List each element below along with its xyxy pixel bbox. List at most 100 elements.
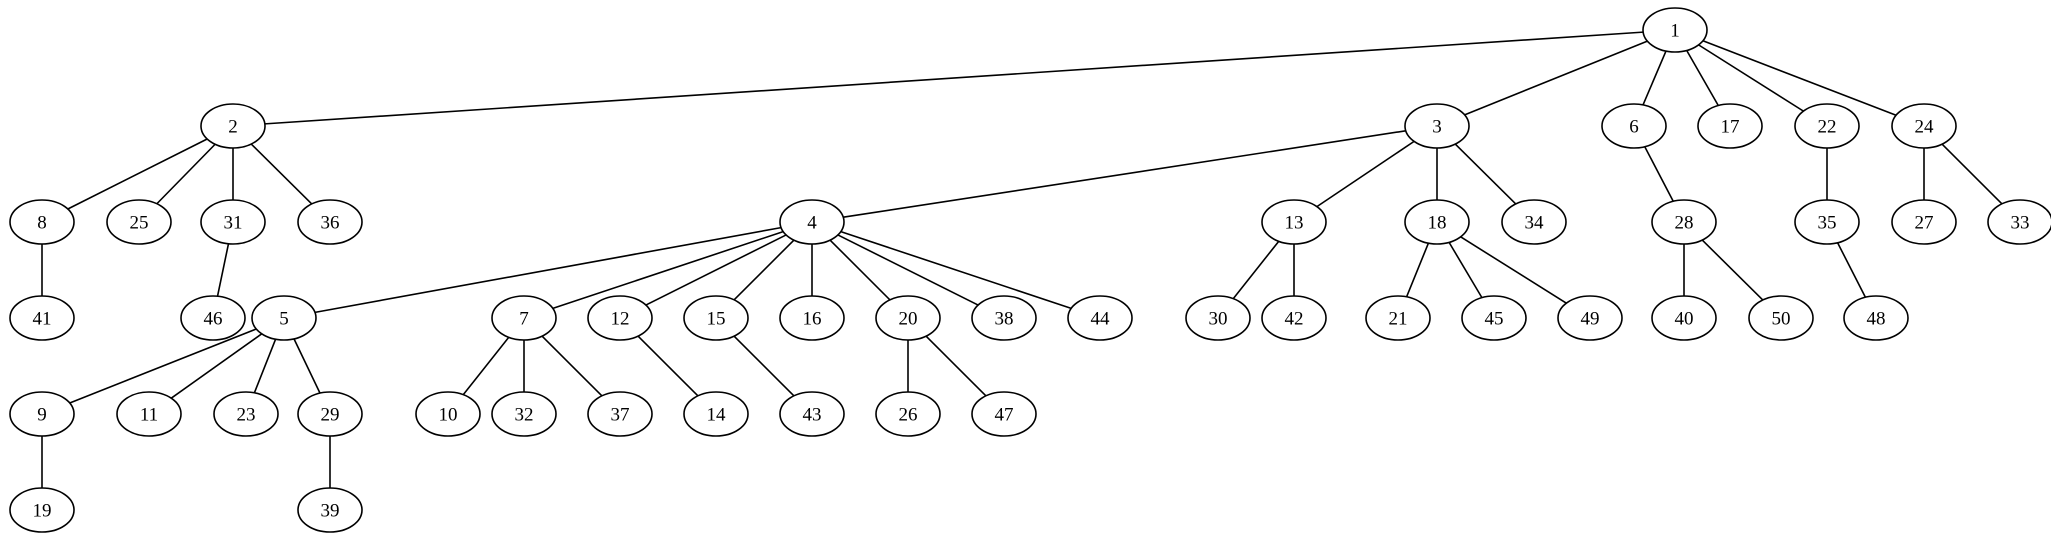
- edge-28-50: [1701, 239, 1764, 301]
- edge-1-17: [1686, 50, 1719, 106]
- tree-node-20: 20: [875, 295, 941, 341]
- node-label: 29: [321, 405, 340, 426]
- node-label: 3: [1432, 117, 1442, 138]
- node-ellipse: [1697, 103, 1763, 149]
- tree-node-1: 1: [1642, 7, 1708, 53]
- node-ellipse: [1501, 199, 1567, 245]
- node-ellipse: [1461, 295, 1527, 341]
- node-label: 15: [707, 309, 726, 330]
- node-ellipse: [1748, 295, 1814, 341]
- edge-6-28: [1644, 146, 1674, 202]
- node-ellipse: [971, 295, 1037, 341]
- tree-node-11: 11: [116, 391, 182, 437]
- tree-node-45: 45: [1461, 295, 1527, 341]
- tree-node-7: 7: [491, 295, 557, 341]
- node-label: 50: [1772, 309, 1791, 330]
- edge-18-45: [1448, 241, 1483, 299]
- edge-5-9: [69, 328, 257, 404]
- node-ellipse: [9, 487, 75, 533]
- node-ellipse: [297, 487, 363, 533]
- node-ellipse: [1185, 295, 1251, 341]
- tree-node-13: 13: [1261, 199, 1327, 245]
- tree-node-28: 28: [1651, 199, 1717, 245]
- edge-4-38: [837, 234, 979, 306]
- node-ellipse: [875, 295, 941, 341]
- edge-1-24: [1702, 40, 1897, 116]
- node-ellipse: [683, 391, 749, 437]
- tree-node-32: 32: [491, 391, 557, 437]
- tree-node-42: 42: [1261, 295, 1327, 341]
- tree-node-40: 40: [1651, 295, 1717, 341]
- tree-node-38: 38: [971, 295, 1037, 341]
- edge-1-6: [1642, 50, 1667, 106]
- node-label: 39: [321, 501, 340, 522]
- tree-node-41: 41: [9, 295, 75, 341]
- tree-node-18: 18: [1404, 199, 1470, 245]
- tree-node-8: 8: [9, 199, 75, 245]
- node-ellipse: [1843, 295, 1909, 341]
- tree-node-49: 49: [1557, 295, 1623, 341]
- node-ellipse: [779, 199, 845, 245]
- node-ellipse: [1651, 295, 1717, 341]
- node-ellipse: [587, 391, 653, 437]
- node-label: 10: [439, 405, 458, 426]
- node-label: 48: [1867, 309, 1886, 330]
- edge-24-33: [1941, 143, 2003, 205]
- tree-node-46: 46: [180, 295, 246, 341]
- edges-layer: [41, 31, 2003, 488]
- edge-35-48: [1836, 242, 1867, 298]
- edge-2-25: [156, 143, 216, 205]
- node-label: 1: [1670, 21, 1680, 42]
- node-ellipse: [1987, 199, 2051, 245]
- node-ellipse: [1365, 295, 1431, 341]
- edge-31-46: [216, 243, 230, 297]
- node-ellipse: [200, 103, 266, 149]
- node-label: 26: [899, 405, 918, 426]
- node-label: 34: [1525, 213, 1545, 234]
- tree-node-44: 44: [1067, 295, 1133, 341]
- tree-node-5: 5: [251, 295, 317, 341]
- node-label: 32: [515, 405, 534, 426]
- node-label: 24: [1915, 117, 1935, 138]
- tree-node-48: 48: [1843, 295, 1909, 341]
- tree-node-23: 23: [213, 391, 279, 437]
- node-label: 45: [1485, 309, 1504, 330]
- node-label: 40: [1675, 309, 1694, 330]
- node-label: 5: [279, 309, 289, 330]
- tree-node-19: 19: [9, 487, 75, 533]
- tree-node-27: 27: [1891, 199, 1957, 245]
- tree-node-33: 33: [1987, 199, 2051, 245]
- node-label: 20: [899, 309, 918, 330]
- node-ellipse: [9, 295, 75, 341]
- node-label: 49: [1581, 309, 1600, 330]
- node-label: 13: [1285, 213, 1304, 234]
- node-label: 16: [803, 309, 822, 330]
- node-ellipse: [779, 295, 845, 341]
- edge-7-10: [462, 336, 510, 396]
- node-ellipse: [200, 199, 266, 245]
- edge-1-3: [1464, 40, 1648, 116]
- node-ellipse: [779, 391, 845, 437]
- node-label: 23: [237, 405, 256, 426]
- node-label: 30: [1209, 309, 1228, 330]
- edge-4-44: [840, 230, 1072, 310]
- node-label: 2: [228, 117, 238, 138]
- tree-node-21: 21: [1365, 295, 1431, 341]
- node-ellipse: [491, 295, 557, 341]
- node-label: 18: [1428, 213, 1447, 234]
- node-label: 17: [1721, 117, 1740, 138]
- tree-node-31: 31: [200, 199, 266, 245]
- node-label: 31: [224, 213, 243, 234]
- tree-node-39: 39: [297, 487, 363, 533]
- node-ellipse: [1261, 199, 1327, 245]
- node-ellipse: [1067, 295, 1133, 341]
- node-label: 36: [321, 213, 340, 234]
- tree-node-15: 15: [683, 295, 749, 341]
- edge-3-34: [1454, 143, 1517, 205]
- node-label: 28: [1675, 213, 1694, 234]
- node-ellipse: [971, 391, 1037, 437]
- node-label: 44: [1091, 309, 1111, 330]
- node-label: 12: [611, 309, 630, 330]
- edge-5-11: [170, 333, 263, 399]
- edge-4-12: [645, 234, 787, 306]
